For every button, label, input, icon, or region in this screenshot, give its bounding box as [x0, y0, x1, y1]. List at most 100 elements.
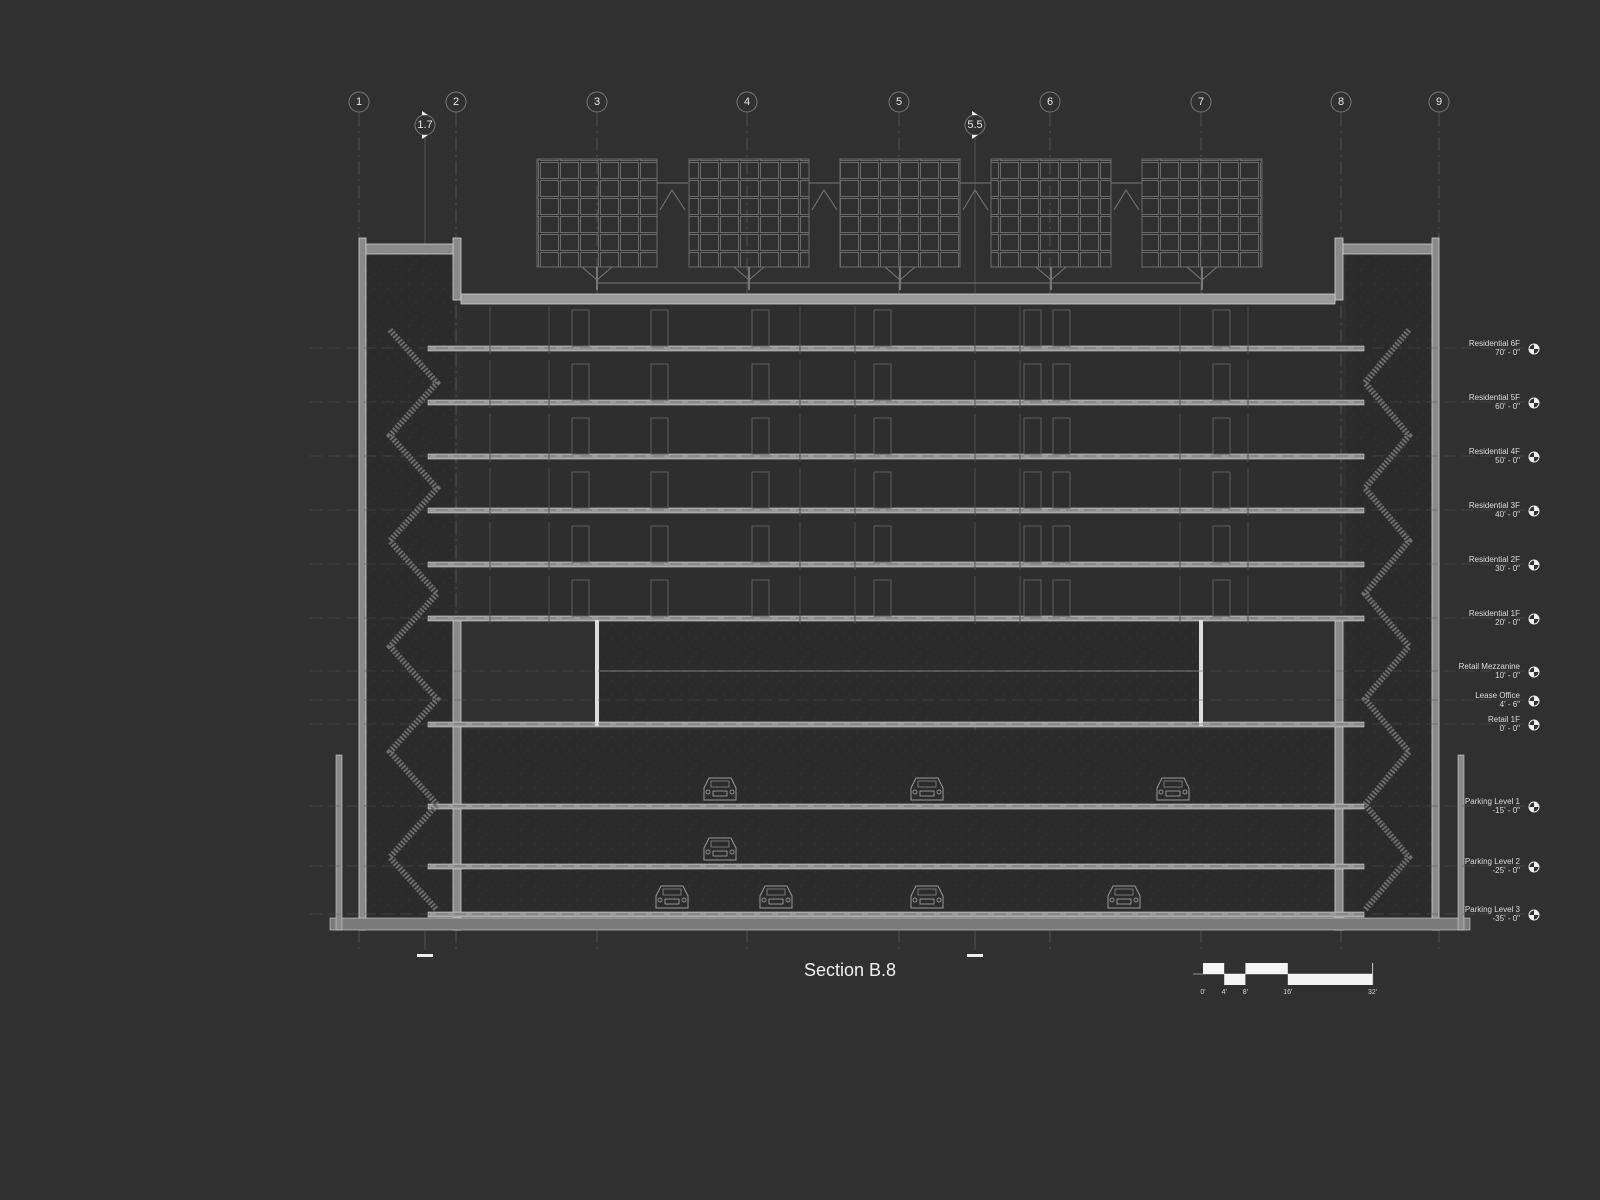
solar-panel-cluster	[688, 158, 840, 290]
floor-slab	[427, 721, 1365, 728]
door	[751, 363, 770, 401]
level-name: Retail 1F	[1488, 715, 1520, 724]
solar-array	[536, 158, 1263, 290]
scale-tick-label: 4'	[1222, 989, 1227, 996]
section-cut-mark	[417, 954, 433, 957]
level-name: Residential 5F	[1469, 393, 1520, 402]
door	[1052, 417, 1071, 455]
door	[751, 417, 770, 455]
level-elevation: 70' - 0"	[1495, 348, 1520, 357]
level-marker: Parking Level 2-25' - 0"	[310, 857, 1540, 875]
stair-core-right	[1346, 255, 1434, 930]
door	[751, 525, 770, 563]
foundation-slab	[329, 917, 1471, 931]
door	[873, 309, 892, 347]
door	[1052, 525, 1071, 563]
door	[751, 579, 770, 617]
car-icon	[910, 777, 944, 801]
level-name: Residential 1F	[1469, 609, 1520, 618]
scale-bar: 0'4'8'16'32'	[1193, 963, 1377, 996]
wall	[1334, 237, 1344, 301]
section-arrow-icon	[422, 111, 428, 115]
scale-segment	[1224, 974, 1246, 985]
scale-segment	[1203, 963, 1225, 974]
level-elevation: -15' - 0"	[1493, 806, 1521, 815]
section-arrow-icon	[972, 111, 978, 115]
column	[595, 620, 599, 726]
grid-bubble-icon	[586, 91, 608, 113]
roof-slab	[460, 293, 1336, 305]
level-marker: Parking Level 1-15' - 0"	[310, 797, 1540, 815]
door	[650, 471, 669, 509]
grid-label: 7	[1198, 96, 1204, 108]
level-elevation: 10' - 0"	[1495, 671, 1520, 680]
car-icon	[759, 885, 793, 909]
door	[1212, 525, 1231, 563]
door	[1052, 579, 1071, 617]
level-name: Residential 4F	[1469, 447, 1520, 456]
floor-slab	[427, 911, 1365, 918]
car-icon	[703, 777, 737, 801]
door	[751, 309, 770, 347]
scale-tick-label: 32'	[1368, 989, 1377, 996]
level-name: Parking Level 2	[1465, 857, 1521, 866]
door	[1052, 363, 1071, 401]
floor-slab	[427, 615, 1365, 622]
grid-label: 3	[594, 96, 600, 108]
wall	[1334, 619, 1344, 931]
retail-space	[600, 622, 1200, 726]
wall	[358, 237, 367, 931]
floor-slab	[427, 399, 1365, 406]
level-elevation: 40' - 0"	[1495, 510, 1520, 519]
level-elevation: -25' - 0"	[1493, 866, 1521, 875]
level-marker: Retail 1F0' - 0"	[310, 715, 1540, 733]
door	[1212, 579, 1231, 617]
parked-cars	[655, 777, 1190, 909]
column	[1199, 620, 1203, 726]
level-elevation: 0' - 0"	[1500, 724, 1521, 733]
level-name: Parking Level 1	[1465, 797, 1521, 806]
level-name: Lease Office	[1475, 691, 1520, 700]
door	[650, 579, 669, 617]
door	[1212, 417, 1231, 455]
door	[571, 579, 590, 617]
grid-label: 9	[1436, 96, 1442, 108]
grid-label: 1	[356, 96, 362, 108]
level-elevation: -35' - 0"	[1493, 914, 1521, 923]
stair-core-left	[366, 255, 454, 930]
grid-label: 4	[744, 96, 750, 108]
section-marker-label: 5.5	[967, 119, 982, 131]
floor-slab	[427, 507, 1365, 514]
solar-panel-cluster	[839, 158, 991, 290]
car-icon	[703, 837, 737, 861]
door	[1023, 417, 1042, 455]
door	[650, 417, 669, 455]
grid-bubble-icon	[1039, 91, 1061, 113]
grid-label: 5	[896, 96, 902, 108]
solar-panel-cluster	[990, 158, 1142, 290]
wall	[1431, 237, 1440, 931]
grid-bubble-icon	[736, 91, 758, 113]
level-elevation: 20' - 0"	[1495, 618, 1520, 627]
section-marker-label: 1.7	[417, 119, 432, 131]
level-elevation: 4' - 6"	[1500, 700, 1521, 709]
door	[1023, 579, 1042, 617]
section-cut-mark	[967, 954, 983, 957]
floor-slab	[427, 803, 1365, 810]
door	[571, 363, 590, 401]
floor-slab	[427, 561, 1365, 568]
level-elevation: 30' - 0"	[1495, 564, 1520, 573]
level-elevation: 50' - 0"	[1495, 456, 1520, 465]
door	[571, 417, 590, 455]
door	[1052, 309, 1071, 347]
door	[873, 579, 892, 617]
door	[1052, 471, 1071, 509]
door	[571, 309, 590, 347]
grid-label: 6	[1047, 96, 1053, 108]
level-marker: Parking Level 3-35' - 0"	[310, 905, 1540, 923]
